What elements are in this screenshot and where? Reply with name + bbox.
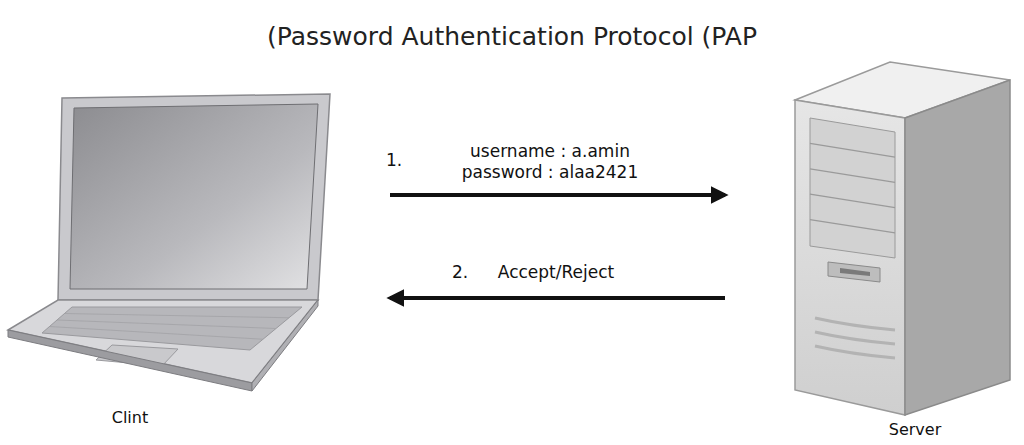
client-node: Clint [5, 60, 390, 440]
laptop-illustration [8, 94, 330, 391]
server-node: Server [725, 55, 1020, 443]
message-arrow [390, 193, 725, 197]
server-illustration [795, 62, 1010, 415]
step-number: 1. [386, 150, 402, 171]
edge-label: Accept/Reject [456, 262, 656, 283]
message-arrow [390, 296, 725, 300]
diagram-title: (Password Authentication Protocol (PAP [0, 22, 1024, 51]
step-number: 2. [452, 262, 468, 283]
node-caption: Clint [112, 408, 148, 427]
edge-label: username : a.amin password : alaa2421 [443, 141, 658, 183]
node-caption: Server [889, 420, 941, 439]
